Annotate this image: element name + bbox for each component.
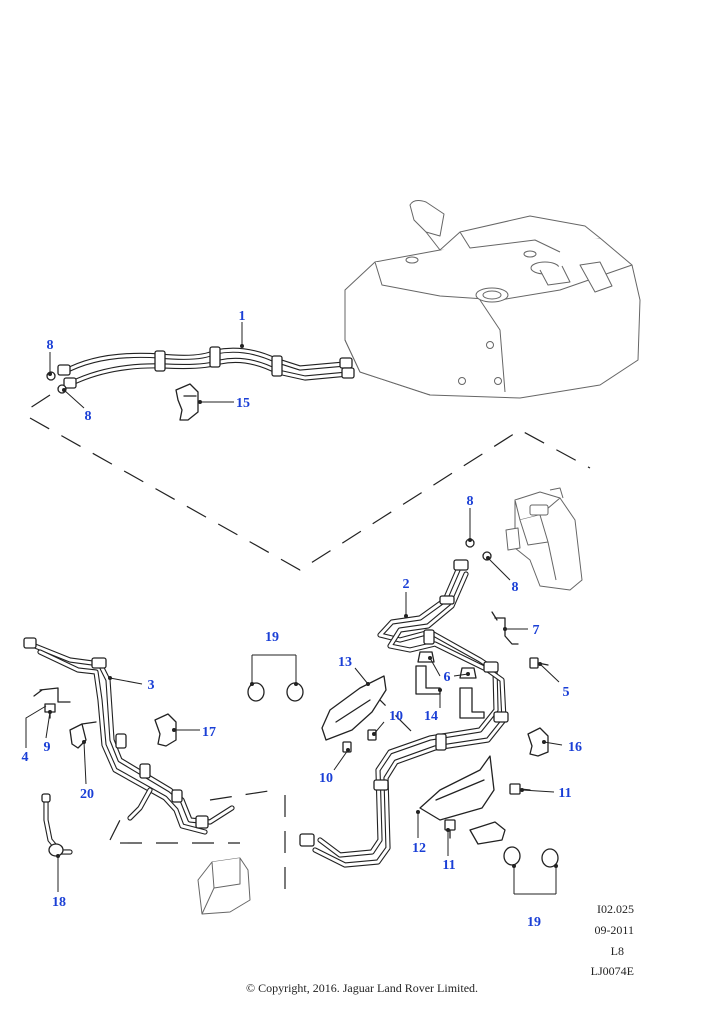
- part-12-heat-shield: [419, 755, 495, 821]
- part-7-bracket: [491, 611, 519, 645]
- callout-11: 11: [442, 858, 455, 873]
- callout-14: 14: [424, 709, 438, 724]
- callout-10: 10: [389, 709, 403, 724]
- callout-15: 15: [236, 396, 250, 411]
- callout-7: 7: [533, 623, 540, 638]
- part-11-bolt: [444, 783, 531, 839]
- part-20-bracket: [69, 721, 97, 749]
- callout-13: 13: [338, 655, 352, 670]
- copyright-notice: © Copyright, 2016. Jaguar Land Rover Lim…: [245, 981, 479, 995]
- callout-6: 6: [444, 670, 451, 685]
- part-18-hose: [41, 793, 73, 857]
- revision-date: 09-2011: [594, 923, 634, 937]
- mounting-plate: [469, 821, 506, 845]
- callout-18: 18: [52, 895, 66, 910]
- callout-8: 8: [85, 409, 92, 424]
- callout-2: 2: [403, 577, 410, 592]
- mounting-bracket-illustration: [197, 857, 251, 915]
- callout-19: 19: [265, 630, 279, 645]
- leader-lines: [25, 322, 563, 895]
- callout-19: 19: [527, 915, 541, 930]
- callout-1: 1: [239, 309, 246, 324]
- callout-8: 8: [47, 338, 54, 353]
- assembly-outline: [29, 394, 591, 890]
- illustration-id: LJ0074E: [590, 964, 634, 978]
- callout-8: 8: [512, 580, 519, 595]
- model-code: L8: [610, 944, 624, 958]
- fuel-filter-module-illustration: [505, 487, 583, 591]
- part-2-fuel-pipe-lower: [299, 559, 509, 868]
- part-1-fuel-pipe-upper: [57, 346, 355, 389]
- part-14-bracket: [415, 665, 485, 719]
- callout-11: 11: [558, 786, 571, 801]
- callout-17: 17: [202, 725, 216, 740]
- part-16-clip: [527, 727, 549, 757]
- callout-5: 5: [563, 685, 570, 700]
- callout-numbers: 1 8 8 15 8 8 2 7 5 6 14 13 10 10 16 11 1…: [22, 309, 583, 930]
- callout-20: 20: [80, 787, 94, 802]
- part-15-clip-bracket: [175, 383, 199, 421]
- callout-10: 10: [319, 771, 333, 786]
- part-3-fuel-pipe-left: [23, 637, 235, 835]
- part-19-grommet: [247, 682, 559, 868]
- callout-4: 4: [22, 750, 29, 765]
- part-17-clip: [154, 713, 177, 747]
- callout-8: 8: [467, 494, 474, 509]
- fuel-tank-illustration: [344, 200, 641, 399]
- callout-9: 9: [44, 740, 51, 755]
- reference-number: I02.025: [597, 902, 634, 916]
- part-9-bracket: [33, 687, 71, 703]
- callout-16: 16: [568, 740, 582, 755]
- callout-3: 3: [148, 678, 155, 693]
- callout-12: 12: [412, 841, 426, 856]
